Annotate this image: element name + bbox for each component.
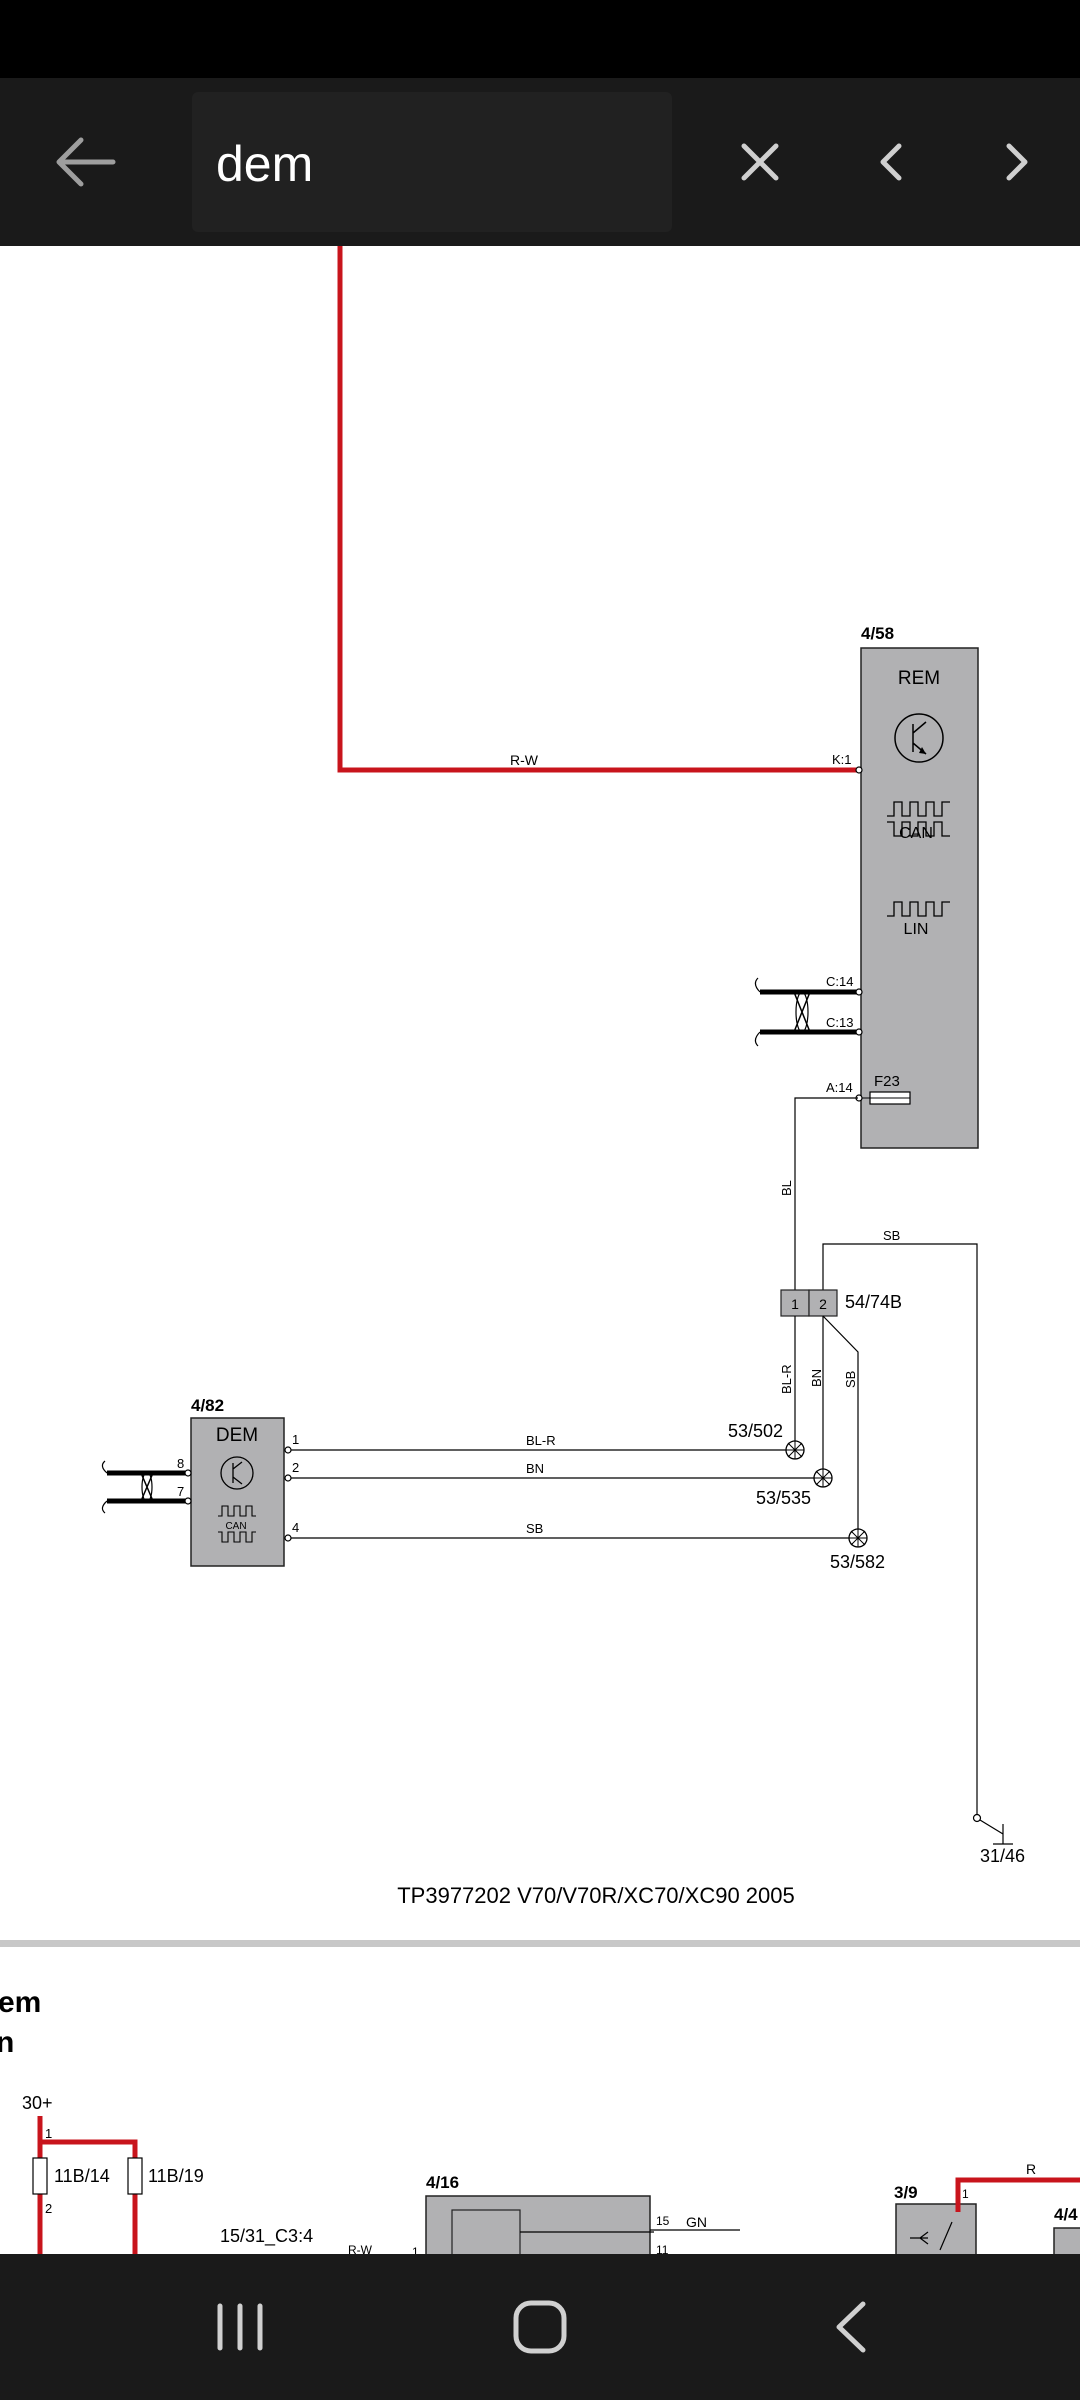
status-bar [0,0,1080,78]
home-button[interactable] [470,2274,610,2380]
connector-ref: 54/74B [845,1292,902,1312]
rem-ref: 4/58 [861,624,894,643]
wire-rw-next: R-W [348,2243,373,2254]
dem-pin-2: 2 [292,1460,299,1475]
ground-label: 31/46 [980,1846,1025,1866]
document-viewer[interactable]: R-W 4/58 REM CAN LIN K:1 C:14 C:13 A:14 [0,246,1080,2254]
back-button[interactable] [30,116,140,208]
connector-pin2-label: 2 [819,1296,827,1312]
rem-can-bus-wires [754,977,863,1047]
pin-39-1: 1 [962,2187,969,2201]
pin-15: 15 [656,2214,670,2228]
dem-pin-1: 1 [292,1432,299,1447]
chevron-left-icon [836,2301,866,2353]
wire-r: R [1026,2161,1036,2177]
wire-label-bl: BL [779,1180,794,1196]
module-3-9: 3/9 [894,2183,918,2202]
wire-label-blr-h: BL-R [526,1433,556,1448]
wire-label-sb-top: SB [883,1228,900,1243]
clear-search-button[interactable] [712,116,808,208]
transistor-icon [894,713,944,763]
page-separator [0,1940,1080,1947]
rem-pin-c14: C:14 [826,974,853,989]
splice-53-502-label: 53/502 [728,1421,783,1441]
chevron-right-icon [1006,143,1028,181]
fuse-11b-19: 11B/19 [148,2166,204,2186]
dem-module [190,1417,285,1567]
diagram-footer: TP3977202 V70/V70R/XC70/XC90 2005 [397,1883,795,1908]
splice-53-535-label: 53/535 [756,1488,811,1508]
previous-match-button[interactable] [842,116,938,208]
wire-label-sb-v: SB [843,1371,858,1388]
dem-pin-7: 7 [177,1484,184,1499]
wire-label-rw: R-W [510,752,539,768]
dem-can-label: CAN [225,1521,246,1532]
search-input[interactable] [216,132,636,196]
can-pulse-icon [887,801,950,837]
rem-fuse [855,1091,911,1105]
next-match-button[interactable] [970,116,1066,208]
pin-1b: 1 [412,2245,419,2254]
splice-53-582 [848,1528,868,1548]
wire-label-bn-v: BN [809,1369,824,1387]
wire-label-bn-h: BN [526,1461,544,1476]
ground-symbol [972,1813,1013,1845]
fuse-11b-14: 11B/14 [54,2166,110,2186]
wire-label-sb-h: SB [526,1521,543,1536]
module-4-4: 4/4 [1054,2205,1078,2224]
next-pin-1: 1 [45,2126,52,2141]
close-icon [741,143,779,181]
dem-pin-8: 8 [177,1456,184,1471]
arrow-left-icon [56,137,116,187]
home-icon [513,2300,567,2354]
recents-button[interactable] [170,2274,310,2380]
rem-pin-c13: C:13 [826,1015,853,1030]
module-4-16: 4/16 [426,2173,459,2192]
rem-can-label: CAN [899,825,933,842]
rem-module [860,647,979,1149]
connector-54-74b-pin2 [808,1289,838,1317]
dem-can-bus-wires [101,1460,192,1514]
rem-lin-label: LIN [904,921,929,938]
dem-ref: 4/82 [191,1396,224,1415]
label-30: 30+ [22,2093,53,2113]
splice-53-502 [785,1440,805,1460]
chevron-left-icon [880,143,902,181]
connector-pin1-label: 1 [791,1296,799,1312]
rem-pin-k1: K:1 [832,752,852,767]
splice-53-535 [813,1468,833,1488]
lin-pulse-icon [887,901,950,917]
pin-11: 11 [656,2243,669,2254]
wiring-diagram: R-W 4/58 REM CAN LIN K:1 C:14 C:13 A:14 [0,246,1080,2254]
rem-fuse-label: F23 [874,1073,900,1090]
system-navigation-bar [0,2254,1080,2400]
rem-name: REM [898,668,940,689]
wire-rw [337,246,858,773]
search-box[interactable] [192,92,672,232]
next-page-title-line2: n [0,2026,14,2059]
dem-pin-4: 4 [292,1520,299,1535]
conn-15-31: 15/31_C3:4 [220,2226,313,2247]
wire-label-blr-v: BL-R [779,1364,794,1394]
find-in-page-bar [0,78,1080,246]
dem-name: DEM [216,1425,258,1446]
splice-53-582-label: 53/582 [830,1552,885,1572]
next-pin-2: 2 [45,2201,52,2216]
dem-transistor-icon [220,1456,254,1490]
nav-back-button[interactable] [780,2274,920,2380]
recents-icon [217,2303,263,2351]
wire-gn: GN [686,2214,707,2230]
rem-pin-a14: A:14 [826,1080,853,1095]
dem-can-pulse-icon [218,1505,256,1543]
next-page-title-line1: em [0,1986,41,2019]
